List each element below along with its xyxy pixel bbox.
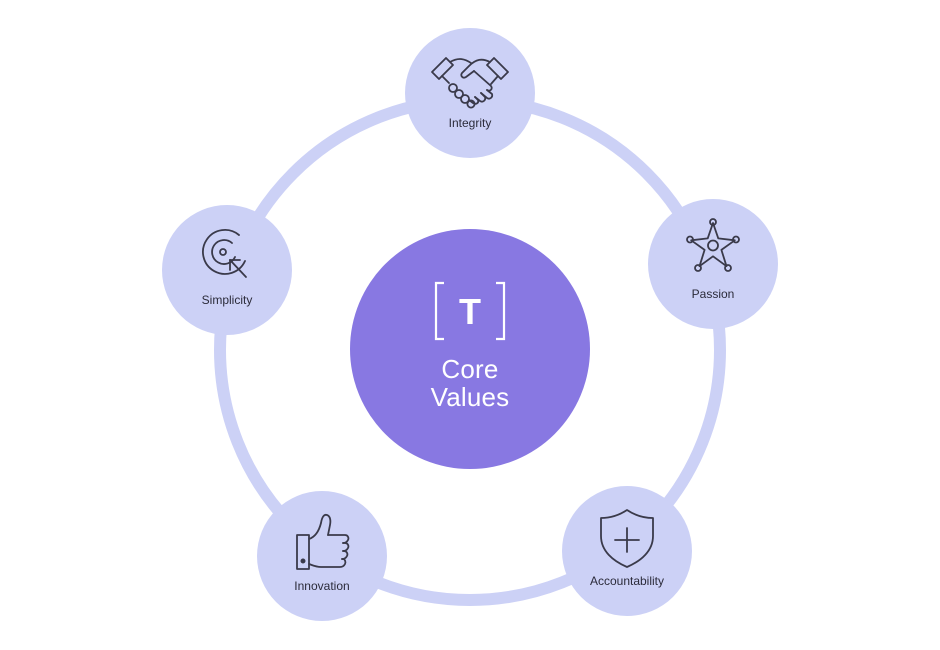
value-label: Integrity <box>448 116 492 130</box>
value-node-innovation: Innovation <box>257 491 387 621</box>
thumbs-up-icon <box>296 513 350 570</box>
hub-title: Core Values <box>431 355 510 411</box>
hub-title-line1: Core <box>441 354 499 384</box>
target-cursor-icon <box>202 229 247 278</box>
value-label: Passion <box>691 287 735 301</box>
handshake-icon <box>431 57 509 109</box>
value-node-simplicity: Simplicity <box>162 205 292 335</box>
value-node-passion: Passion <box>648 199 778 329</box>
value-label: Innovation <box>294 579 350 593</box>
bracket-t-logo-icon: T <box>434 281 506 341</box>
logo-letter: T <box>459 291 481 332</box>
core-values-hub: T Core Values <box>350 229 590 469</box>
value-node-accountability: Accountability <box>562 486 692 616</box>
value-label: Simplicity <box>201 293 253 307</box>
shield-plus-icon <box>600 509 654 568</box>
hub-title-line2: Values <box>430 382 510 412</box>
value-node-integrity: Integrity <box>405 28 535 158</box>
sheriff-star-icon <box>686 218 740 272</box>
value-label: Accountability <box>589 574 665 588</box>
